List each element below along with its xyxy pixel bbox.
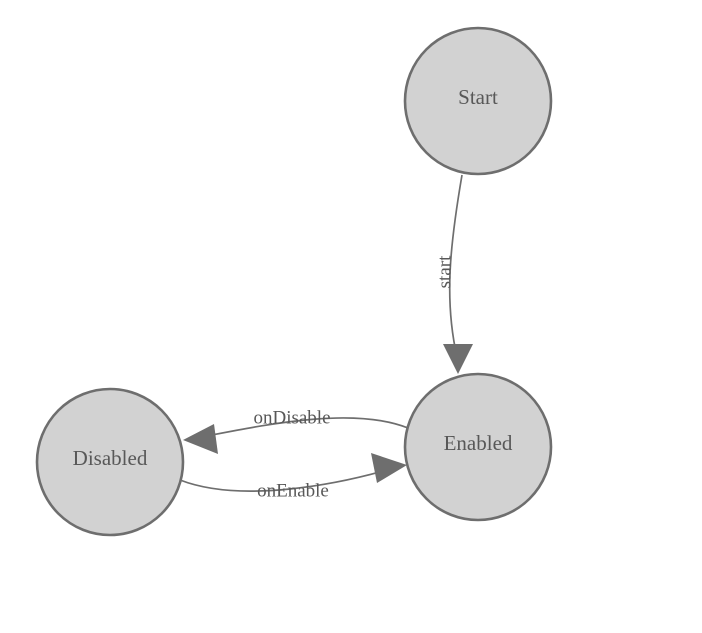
node-enabled-label: Enabled bbox=[444, 431, 513, 455]
edge-label-start: start bbox=[434, 255, 455, 288]
arrowhead-disabled-to-enabled bbox=[371, 453, 407, 483]
node-enabled-circle bbox=[403, 372, 553, 522]
node-disabled-label: Disabled bbox=[73, 446, 148, 470]
node-enabled[interactable]: Enabled bbox=[403, 372, 553, 522]
node-start-circle bbox=[403, 26, 553, 176]
arrowhead-start-to-enabled bbox=[443, 344, 473, 374]
node-disabled-circle bbox=[35, 387, 185, 537]
edge-label-ondisable: onDisable bbox=[253, 407, 330, 428]
node-start-label: Start bbox=[458, 85, 498, 109]
arrowhead-enabled-to-disabled bbox=[183, 424, 218, 454]
edge-enabled-to-disabled[interactable] bbox=[183, 417, 409, 454]
node-start[interactable]: Start bbox=[403, 26, 553, 176]
edge-label-onenable: onEnable bbox=[257, 480, 329, 501]
edge-path-start-to-enabled bbox=[448, 174, 463, 358]
node-disabled[interactable]: Disabled bbox=[35, 387, 185, 537]
edge-start-to-enabled[interactable] bbox=[443, 174, 473, 374]
edge-path-enabled-to-disabled bbox=[195, 417, 409, 439]
edge-path-disabled-to-enabled bbox=[179, 467, 395, 492]
edge-disabled-to-enabled[interactable] bbox=[179, 453, 407, 492]
